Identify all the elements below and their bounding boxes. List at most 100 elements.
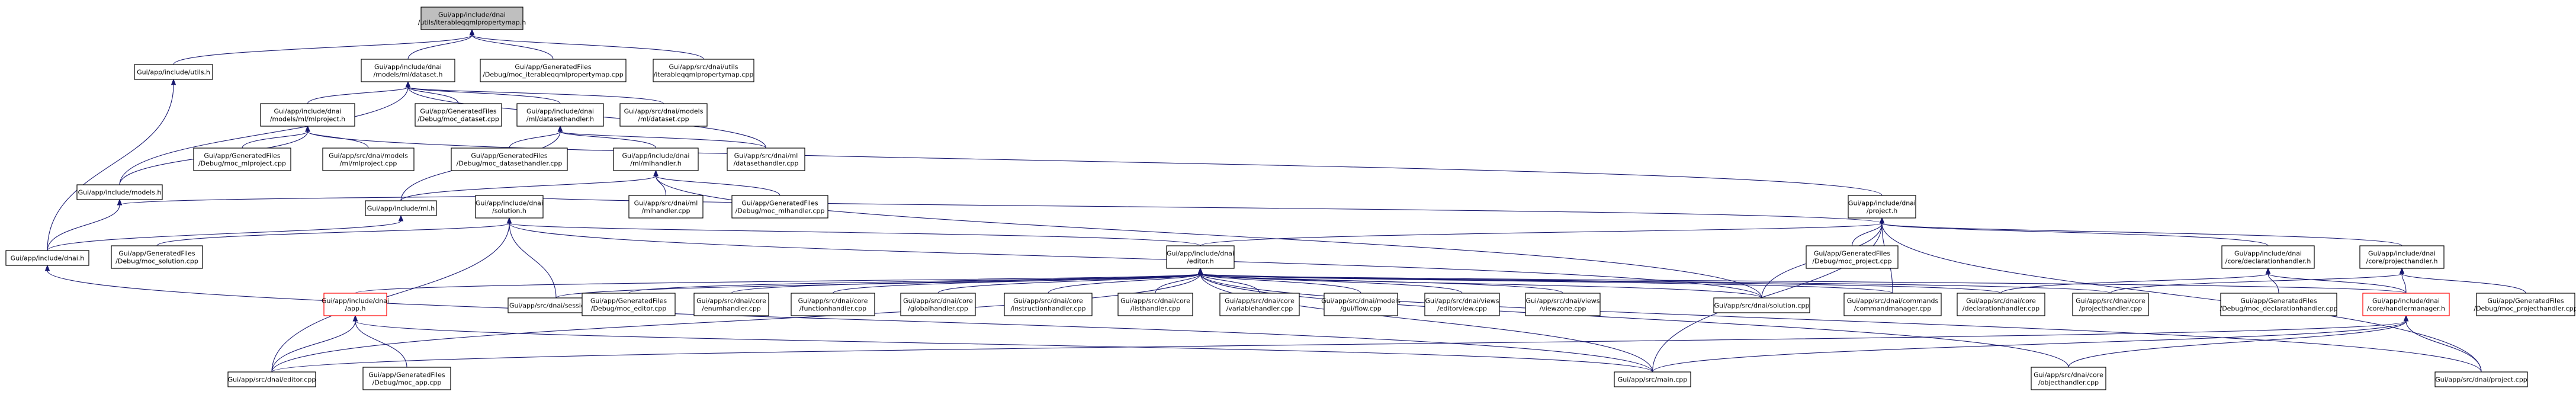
graph-node[interactable]: Gui/app/include/dnai/core/projecthandler… (2359, 245, 2445, 269)
node-label: /models/ml/mlproject.h (270, 116, 345, 123)
node-label: /Debug/moc_mlhandler.cpp (735, 207, 825, 215)
dependency-edge (509, 223, 1762, 299)
node-label: /variablehandler.cpp (1226, 305, 1293, 313)
dependency-edge (156, 223, 510, 246)
dependency-edge (47, 270, 1653, 373)
graph-node[interactable]: Gui/app/GeneratedFiles/Debug/moc_project… (2474, 293, 2576, 316)
graph-node[interactable]: Gui/app/GeneratedFiles/Debug/moc_iterabl… (480, 59, 627, 82)
node-label: Gui/app/src/dnai/core (903, 297, 973, 305)
node-label: Gui/app/include/dnai (1167, 250, 1234, 258)
graph-node[interactable]: Gui/app/GeneratedFiles/Debug/moc_editor.… (582, 293, 676, 316)
dependency-edge (1881, 223, 2482, 373)
graph-node[interactable]: Gui/app/GeneratedFiles/Debug/moc_project… (1806, 245, 1899, 269)
graph-node[interactable]: Gui/app/include/dnai/core/declarationhan… (2221, 245, 2315, 269)
dependency-edge (1200, 273, 2069, 368)
node-box (2031, 367, 2106, 390)
graph-node[interactable]: Gui/app/src/dnai/ml/datasethandler.cpp (727, 147, 805, 171)
node-label: Gui/app/GeneratedFiles (118, 250, 195, 258)
node-box (260, 103, 355, 127)
graph-node[interactable]: Gui/app/src/dnai/editor.cpp (227, 371, 316, 387)
node-box (1713, 297, 1810, 313)
node-box (1525, 293, 1601, 316)
graph-node[interactable]: Gui/app/src/dnai/core/functionhandler.cp… (791, 293, 875, 316)
graph-node[interactable]: Gui/app/include/utils.h (134, 64, 213, 80)
graph-node[interactable]: Gui/app/src/dnai/project.cpp (2434, 371, 2528, 387)
node-label: Gui/app/src/dnai/models (329, 152, 408, 160)
graph-node[interactable]: Gui/app/GeneratedFiles/Debug/moc_dataset… (415, 103, 502, 127)
node-box (582, 293, 676, 316)
dependency-edge (271, 320, 356, 373)
graph-node[interactable]: Gui/app/include/dnai/editor.h (1166, 245, 1235, 269)
graph-node[interactable]: Gui/app/GeneratedFiles/Debug/moc_app.cpp (362, 367, 451, 390)
node-label: Gui/app/include/dnai (476, 200, 543, 207)
graph-node[interactable]: Gui/app/include/models.h (76, 184, 163, 200)
graph-node[interactable]: Gui/app/src/dnai/models/ml/mlproject.cpp (322, 147, 415, 171)
node-label: Gui/app/include/dnai (526, 108, 594, 116)
graph-node[interactable]: Gui/app/include/dnai.h (5, 250, 89, 266)
dependency-edge (1200, 273, 1653, 373)
graph-node[interactable]: Gui/app/src/dnai/core/enumhandler.cpp (693, 293, 769, 316)
node-label: Gui/app/GeneratedFiles (420, 108, 496, 116)
graph-node[interactable]: Gui/app/GeneratedFiles/Debug/moc_solutio… (111, 245, 203, 269)
node-box (1614, 371, 1691, 387)
graph-node[interactable]: Gui/app/src/dnai/commands/commandmanager… (1843, 293, 1942, 316)
graph-node[interactable]: Gui/app/include/dnai/app.h (322, 293, 389, 316)
node-label: /Debug/moc_project.cpp (1812, 258, 1891, 265)
graph-node[interactable]: Gui/app/include/dnai/models/ml/mlproject… (260, 103, 355, 127)
node-label: Gui/app/src/dnai/core (1120, 297, 1190, 305)
graph-node[interactable]: Gui/app/GeneratedFiles/Debug/moc_mlproje… (193, 147, 291, 171)
node-box (2220, 293, 2337, 316)
node-label: /Debug/moc_projecthandler.cpp (2474, 305, 2576, 313)
node-label: /mlhandler.cpp (642, 207, 690, 215)
arrowhead (405, 81, 411, 88)
dependency-edge (407, 86, 664, 104)
graph-node[interactable]: Gui/app/src/dnai/core/objecthandler.cpp (2031, 367, 2106, 390)
dependency-edge (271, 320, 2407, 373)
node-label: Gui/app/src/dnai/views (1425, 297, 1499, 305)
graph-node[interactable]: Gui/app/src/dnai/utils/iterableqqmlprope… (653, 59, 754, 82)
graph-node[interactable]: Gui/app/include/dnai/core/handlermanager… (2362, 293, 2450, 316)
graph-node[interactable]: Gui/app/include/ml.h (365, 200, 437, 216)
graph-node[interactable]: Gui/app/GeneratedFiles/Debug/moc_declara… (2220, 293, 2338, 316)
graph-node[interactable]: Gui/app/include/dnai/models/ml/dataset.h (361, 59, 455, 82)
node-label: /core/handlermanager.h (2367, 305, 2445, 313)
graph-node[interactable]: Gui/app/include/dnai/solution.h (475, 195, 544, 219)
graph-node[interactable]: Gui/app/src/dnai/models/gui/flow.cpp (1321, 293, 1401, 316)
node-box (727, 147, 805, 171)
node-label: /instructionhandler.cpp (1011, 305, 1086, 313)
dependency-edge (655, 175, 780, 196)
node-label: Gui/app/src/main.cpp (1618, 376, 1687, 384)
graph-node[interactable]: Gui/app/src/dnai/views/viewzone.cpp (1525, 293, 1601, 316)
graph-node[interactable]: Gui/app/src/dnai/core/projecthandler.cpp (2072, 293, 2149, 316)
graph-node[interactable]: Gui/app/GeneratedFiles/Debug/moc_dataset… (451, 147, 568, 171)
node-label: Gui/app/src/dnai/models (624, 108, 704, 116)
graph-node[interactable]: Gui/app/src/dnai/core/instructionhandler… (1004, 293, 1093, 316)
graph-node[interactable]: Gui/app/src/dnai/solution.cpp (1713, 297, 1810, 313)
node-label: Gui/app/src/dnai/project.cpp (2435, 376, 2527, 384)
dependency-edge (1851, 223, 1883, 246)
graph-node[interactable]: Gui/app/include/dnai/ml/mlhandler.h (613, 147, 699, 171)
graph-node[interactable]: Gui/app/include/dnai/utils/iterableqqmlp… (418, 7, 526, 30)
node-box (2362, 293, 2450, 316)
graph-node[interactable]: Gui/app/src/dnai/models/ml/dataset.cpp (619, 103, 708, 127)
arrowhead (2399, 267, 2405, 274)
node-box (1806, 245, 1899, 269)
graph-node[interactable]: Gui/app/src/main.cpp (1614, 371, 1691, 387)
node-label: Gui/app/include/models.h (78, 189, 162, 197)
graph-node[interactable]: Gui/app/include/dnai/project.h (1848, 195, 1916, 219)
node-label: /projecthandler.cpp (2079, 305, 2142, 313)
graph-node[interactable]: Gui/app/src/dnai/core/listhandler.cpp (1117, 293, 1193, 316)
graph-node[interactable]: Gui/app/src/dnai/views/editorview.cpp (1424, 293, 1500, 316)
node-box (365, 200, 437, 216)
graph-node[interactable]: Gui/app/src/dnai/ml/mlhandler.cpp (628, 195, 704, 219)
arrowhead (653, 169, 659, 177)
graph-node[interactable]: Gui/app/GeneratedFiles/Debug/moc_mlhandl… (731, 195, 828, 219)
arrowhead (469, 28, 475, 36)
graph-node[interactable]: Gui/app/include/dnai/ml/datasethandler.h (516, 103, 604, 127)
dependency-edge (355, 320, 407, 368)
node-label: /enumhandler.cpp (702, 305, 761, 313)
dependency-edge (407, 34, 473, 60)
graph-node[interactable]: Gui/app/src/dnai/core/globalhandler.cpp (900, 293, 976, 316)
graph-node[interactable]: Gui/app/src/dnai/core/declarationhandler… (1957, 293, 2045, 316)
graph-node[interactable]: Gui/app/src/dnai/core/variablehandler.cp… (1219, 293, 1300, 316)
